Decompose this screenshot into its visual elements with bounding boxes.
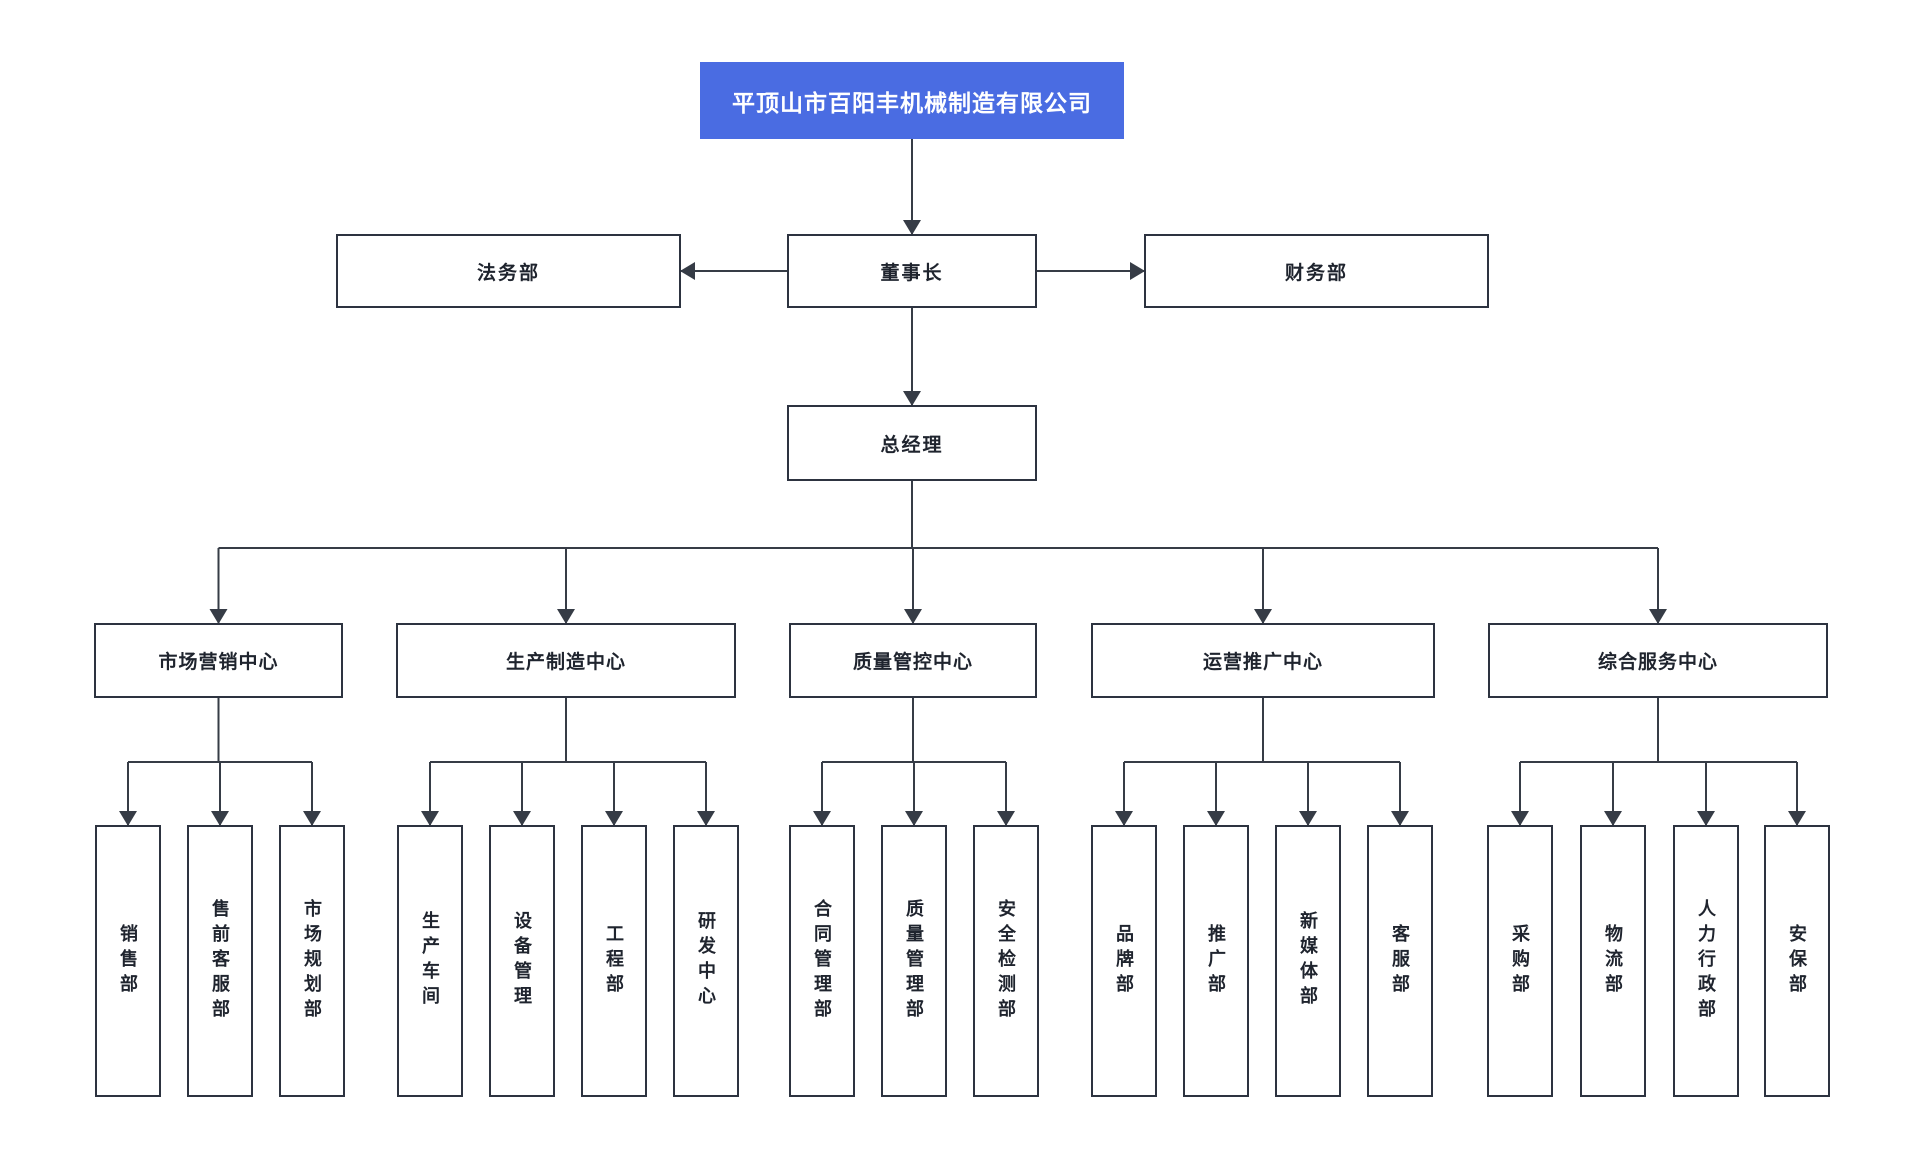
- department-box: 合同管理部: [789, 825, 855, 1097]
- department-box: 设备管理: [489, 825, 555, 1097]
- chairman-label: 董事长: [880, 262, 944, 284]
- department-box-label: 采购部: [1510, 923, 1530, 999]
- finance-department-box: 财务部: [1144, 234, 1489, 308]
- center-box-2-label: 生产制造中心: [505, 652, 626, 673]
- center-box-4: 运营推广中心: [1091, 623, 1435, 698]
- department-box-label: 合同管理部: [812, 898, 832, 1024]
- department-box-label: 售前客服部: [210, 898, 230, 1024]
- center-box-1: 市场营销中心: [94, 623, 343, 698]
- department-box: 人力行政部: [1673, 825, 1739, 1097]
- department-box: 生产车间: [397, 825, 463, 1097]
- department-box: 安保部: [1764, 825, 1830, 1097]
- center-box-1-label: 市场营销中心: [158, 652, 279, 673]
- department-box: 质量管理部: [881, 825, 947, 1097]
- general-manager-label: 总经理: [880, 434, 944, 456]
- center-box-5: 综合服务中心: [1488, 623, 1828, 698]
- legal-department-box: 法务部: [336, 234, 681, 308]
- department-box-label: 市场规划部: [302, 898, 322, 1024]
- company-name: 平顶山市百阳丰机械制造有限公司: [732, 89, 1092, 116]
- department-box-label: 设备管理: [512, 911, 532, 1011]
- department-box-label: 质量管理部: [904, 898, 924, 1024]
- department-box: 市场规划部: [279, 825, 345, 1097]
- department-box-label: 生产车间: [420, 911, 440, 1011]
- company-root-box: 平顶山市百阳丰机械制造有限公司: [700, 62, 1124, 139]
- department-box-label: 推广部: [1206, 923, 1226, 999]
- department-box: 安全检测部: [973, 825, 1039, 1097]
- center-box-4-label: 运营推广中心: [1202, 652, 1323, 673]
- finance-department-label: 财务部: [1284, 262, 1348, 284]
- department-box: 采购部: [1487, 825, 1553, 1097]
- department-box-label: 品牌部: [1114, 923, 1134, 999]
- department-box: 客服部: [1367, 825, 1433, 1097]
- department-box-label: 安全检测部: [996, 898, 1016, 1024]
- department-box: 研发中心: [673, 825, 739, 1097]
- department-box-label: 新媒体部: [1298, 911, 1318, 1011]
- legal-department-label: 法务部: [476, 262, 540, 284]
- department-box: 推广部: [1183, 825, 1249, 1097]
- department-box-label: 研发中心: [696, 911, 716, 1011]
- department-box-label: 人力行政部: [1696, 898, 1716, 1024]
- department-box: 品牌部: [1091, 825, 1157, 1097]
- department-box: 工程部: [581, 825, 647, 1097]
- center-box-3: 质量管控中心: [789, 623, 1037, 698]
- department-box-label: 销售部: [118, 923, 138, 999]
- department-box-label: 客服部: [1390, 923, 1410, 999]
- department-box-label: 安保部: [1787, 923, 1807, 999]
- center-box-3-label: 质量管控中心: [852, 652, 973, 673]
- general-manager-box: 总经理: [787, 405, 1037, 481]
- department-box: 物流部: [1580, 825, 1646, 1097]
- department-box: 销售部: [95, 825, 161, 1097]
- department-box: 售前客服部: [187, 825, 253, 1097]
- center-box-2: 生产制造中心: [396, 623, 736, 698]
- department-box-label: 工程部: [604, 923, 624, 999]
- center-box-5-label: 综合服务中心: [1597, 652, 1718, 673]
- department-box-label: 物流部: [1603, 923, 1623, 999]
- chairman-box: 董事长: [787, 234, 1037, 308]
- department-box: 新媒体部: [1275, 825, 1341, 1097]
